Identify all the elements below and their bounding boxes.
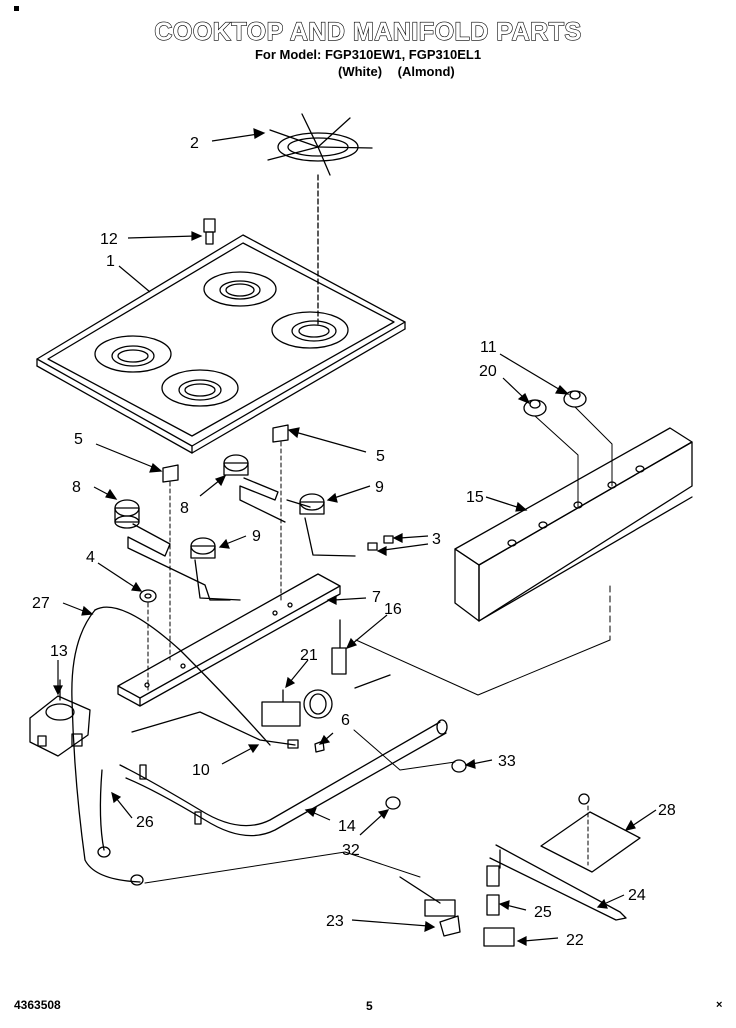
cooktop-stud xyxy=(203,218,216,245)
screw-32 xyxy=(385,796,401,810)
burner-bracket xyxy=(117,573,341,707)
corner-mark-icon: × xyxy=(716,999,723,1011)
callout-16: 16 xyxy=(384,601,402,618)
callout-2: 2 xyxy=(190,135,199,152)
callout-23: 23 xyxy=(326,913,344,930)
variant-white: (White) xyxy=(338,64,383,79)
callout-arrows xyxy=(53,128,657,946)
callout-28: 28 xyxy=(658,802,676,819)
callout-1: 1 xyxy=(106,253,115,270)
callout-8-center: 8 xyxy=(180,500,189,517)
callout-9-left: 9 xyxy=(252,528,261,545)
callout-5-right: 5 xyxy=(376,448,385,465)
callout-27: 27 xyxy=(32,595,50,612)
callout-5-left: 5 xyxy=(74,431,83,448)
cooktop-panel xyxy=(36,234,406,454)
callout-12: 12 xyxy=(100,231,118,248)
burner-shield xyxy=(540,811,641,873)
callout-labels: 2 12 1 11 20 5 5 8 8 9 9 3 15 4 27 7 16 … xyxy=(32,135,676,949)
callout-14: 14 xyxy=(338,818,356,835)
variant-almond: (Almond) xyxy=(397,64,455,79)
safety-valve xyxy=(331,619,391,689)
callout-25: 25 xyxy=(534,904,552,921)
callout-7: 7 xyxy=(372,589,381,606)
callout-6: 6 xyxy=(341,712,350,729)
orifice-nut xyxy=(139,589,157,691)
callout-9-right: 9 xyxy=(375,479,384,496)
callout-11: 11 xyxy=(480,339,497,356)
manifold-panel xyxy=(355,427,693,696)
callout-15: 15 xyxy=(466,489,484,506)
callout-8-left: 8 xyxy=(72,479,81,496)
part-number: 4363508 xyxy=(14,998,61,1012)
callout-21: 21 xyxy=(300,647,318,664)
gas-valve xyxy=(261,689,333,727)
callout-3: 3 xyxy=(432,531,441,548)
oven-burner xyxy=(489,793,641,921)
manifold-pipe xyxy=(119,719,448,837)
registration-mark xyxy=(14,6,19,11)
control-knobs xyxy=(523,390,613,509)
callout-13: 13 xyxy=(50,643,68,660)
surface-burners xyxy=(114,454,394,601)
callout-4: 4 xyxy=(86,549,95,566)
callout-24: 24 xyxy=(628,887,646,904)
callout-20: 20 xyxy=(479,363,497,380)
color-variants: (White) (Almond) xyxy=(338,64,467,79)
ignitor-tubing xyxy=(131,711,296,746)
callout-33: 33 xyxy=(498,753,516,770)
callout-32: 32 xyxy=(342,842,360,859)
callout-10: 10 xyxy=(192,762,210,779)
screw-33 xyxy=(451,759,467,773)
gas-supply-tube xyxy=(71,609,141,883)
callout-26: 26 xyxy=(136,814,154,831)
burner-grate xyxy=(267,113,373,176)
page-number: 5 xyxy=(366,999,373,1013)
oven-ignitor-assembly xyxy=(399,865,515,947)
callout-22: 22 xyxy=(566,932,584,949)
burner-clips xyxy=(162,424,289,661)
flex-hose xyxy=(99,769,105,851)
pressure-regulator xyxy=(29,679,91,757)
gas-supply-tube-upper xyxy=(94,606,271,746)
model-subtitle: For Model: FGP310EW1, FGP310EL1 xyxy=(254,47,482,62)
page-title: COOKTOP AND MANIFOLD PARTS xyxy=(154,17,582,46)
